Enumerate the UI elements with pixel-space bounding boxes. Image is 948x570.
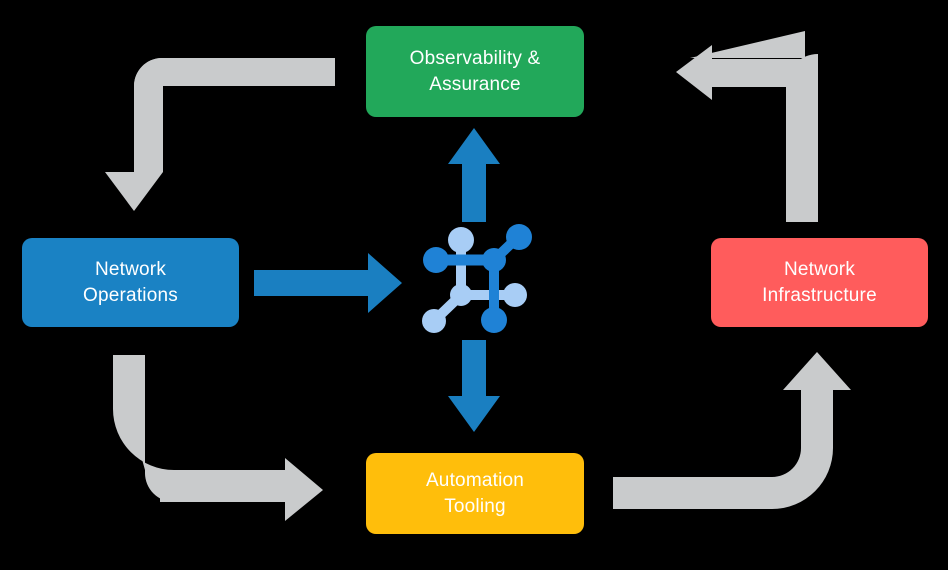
arrow-center-to-automation xyxy=(448,340,500,432)
arrow-infrastructure-to-observability-arm xyxy=(676,45,818,100)
topology-node-dark-left xyxy=(423,247,449,273)
topology-node-light-mid xyxy=(450,284,472,306)
arrow-automation-to-infrastructure-body xyxy=(613,448,833,509)
arrow-observability-to-operations xyxy=(105,58,335,211)
topology-node-light-bottomleft xyxy=(422,309,446,333)
topology-node-light-right xyxy=(503,283,527,307)
topology-node-dark-bottom xyxy=(481,307,507,333)
arrow-operations-to-automation-elbow xyxy=(113,355,174,502)
arrow-center-to-observability xyxy=(448,128,500,222)
node-box-observability[interactable]: Observability & Assurance xyxy=(366,26,584,117)
arrow-operations-to-automation-arm xyxy=(160,458,323,521)
arrow-infrastructure-to-observability-shaft xyxy=(690,31,805,58)
topology-node-dark-hub xyxy=(482,248,506,272)
arrow-automation-to-infrastructure-arm xyxy=(783,352,851,448)
node-box-automation-tooling[interactable]: Automation Tooling xyxy=(366,453,584,534)
node-box-network-operations[interactable]: Network Operations xyxy=(22,238,239,327)
topology-node-dark-topright xyxy=(506,224,532,250)
arrow-observability-to-operations-corner xyxy=(134,58,162,86)
arrow-operations-to-center xyxy=(254,253,402,313)
arrow-infrastructure-to-observability-body xyxy=(786,54,818,222)
node-box-network-infrastructure[interactable]: Network Infrastructure xyxy=(711,238,928,327)
network-topology-icon xyxy=(422,224,532,333)
topology-node-light-top xyxy=(448,227,474,253)
